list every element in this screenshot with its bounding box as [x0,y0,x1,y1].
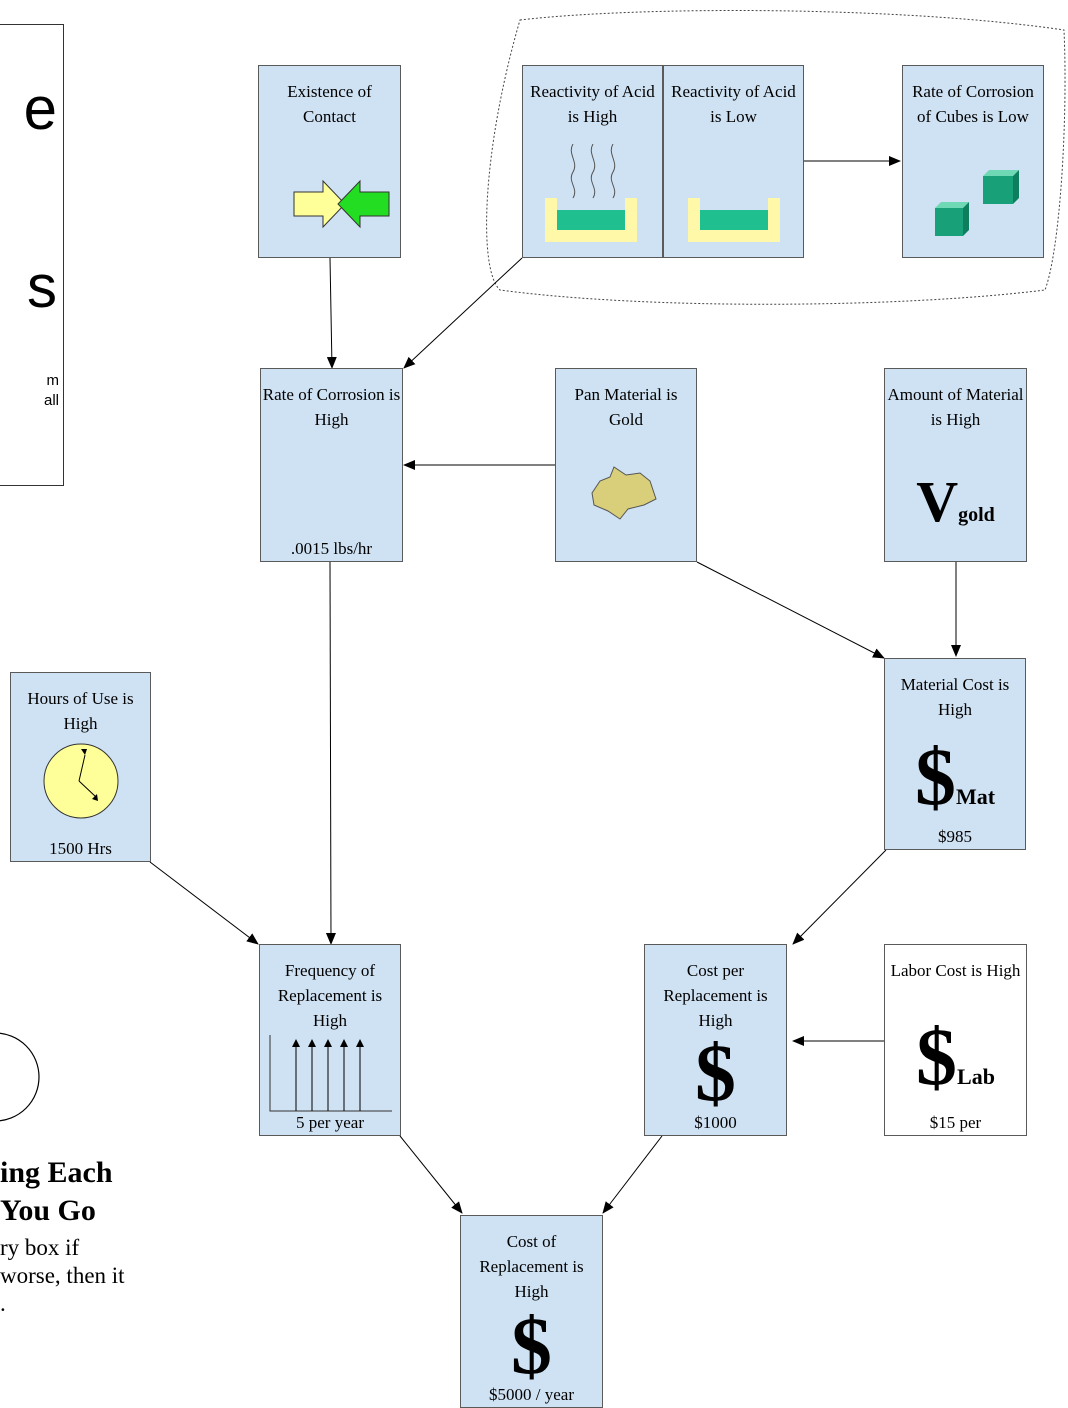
box-pan-material: Pan Material is Gold [555,368,697,562]
gold-nugget-icon [591,466,657,520]
box-value: $15 per [929,1113,982,1132]
box-value: $985 [938,827,972,846]
left-panel-small-1: m [46,372,60,389]
arrow-material-to-cost-per [792,849,887,945]
box-title: Material Cost is High [900,675,1010,719]
labor-dollar-subscript: Lab [957,1064,995,1089]
left-panel: e s m all [0,24,64,486]
replacement-dollar-sign: $ [511,1300,552,1391]
box-title: Amount of Material is High [887,385,1024,429]
box-title: Cost of Replacement is High [479,1232,584,1301]
box-cost-of-replacement: Cost of Replacement is High $ $5000 / ye… [460,1215,603,1408]
left-panel-small-2: all [43,392,59,409]
volume-symbol-subscript: gold [958,504,995,526]
converging-arrows-icon [293,179,390,229]
cost-per-dollar-sign: $ [695,1027,736,1118]
box-labor-cost: Labor Cost is High $Lab $15 per [884,944,1027,1136]
box-title: Frequency of Replacement is High [277,961,383,1030]
cost-per-dollar-symbol: $ [645,1031,786,1115]
box-title: Hours of Use is High [27,689,134,733]
box-value: 5 per year [296,1113,364,1132]
box-amount-material: Amount of Material is High Vgold [884,368,1027,562]
arrow-corrosion-to-frequency [325,561,336,945]
box-frequency: Frequency of Replacement is High 5 per y… [259,944,401,1136]
left-body-line-1: ry box if [0,1235,80,1260]
box-existence-of-contact: Existence of Contact [258,65,401,258]
arrow-pan-to-material-cost [696,561,885,659]
box-title: Rate of Corrosion of Cubes is Low [912,82,1034,126]
arrow-existence-to-corrosion [326,257,337,369]
impulse-chart-icon [269,1035,392,1112]
steaming-beaker-icon [545,144,637,242]
material-dollar-sign: $ [914,731,956,822]
box-material-cost: Material Cost is High $Mat $985 [884,658,1026,850]
cubes-icon [935,170,1019,236]
arrow-frequency-to-cost [399,1135,463,1214]
box-title: Rate of Corrosion is High [262,385,401,429]
box-title: Cost per Replacement is High [663,961,768,1030]
box-title: Reactivity of Acid is High [530,82,655,126]
box-hours-of-use: Hours of Use is High 1500 Hrs [10,672,151,862]
left-panel-big-1: e [23,75,57,142]
box-value: .0015 lbs/hr [290,539,373,558]
material-dollar-symbol: $Mat [885,729,1025,825]
box-value: $5000 / year [489,1385,574,1404]
box-acid-low: Reactivity of Acid is Low [663,65,804,258]
beaker-icon [688,198,780,242]
clock-icon [43,743,119,819]
box-corrosion-rate: Rate of Corrosion is High .0015 lbs/hr [260,368,403,562]
left-body-line-3: . [0,1291,6,1316]
replacement-dollar-symbol: $ [461,1304,602,1388]
box-title: Reactivity of Acid is Low [671,82,796,126]
box-cost-per-replacement: Cost per Replacement is High $ $1000 [644,944,787,1136]
left-panel-big-2: s [27,253,57,320]
material-dollar-subscript: Mat [955,784,996,809]
left-heading-line-1: ing Each [0,1156,113,1189]
arrow-hours-to-frequency [149,861,259,945]
box-title: Pan Material is Gold [574,385,678,429]
box-acid-high: Reactivity of Acid is High [522,65,663,258]
volume-symbol-letter: V [916,469,959,534]
volume-symbol: Vgold [885,469,1026,535]
left-body-line-2: worse, then it [0,1263,125,1288]
partial-circle [0,1032,40,1122]
arrow-cost-per-to-cost [602,1135,663,1214]
left-heading-line-2: You Go [0,1194,96,1227]
labor-dollar-symbol: $Lab [885,1009,1026,1105]
box-title: Existence of Contact [287,82,372,126]
box-title: Labor Cost is High [890,961,1021,980]
box-cubes-corrosion: Rate of Corrosion of Cubes is Low [902,65,1044,258]
labor-dollar-sign: $ [916,1011,958,1102]
box-value: 1500 Hrs [49,839,112,858]
box-value: $1000 [694,1113,737,1132]
arrow-acid-to-corrosion [403,257,523,369]
